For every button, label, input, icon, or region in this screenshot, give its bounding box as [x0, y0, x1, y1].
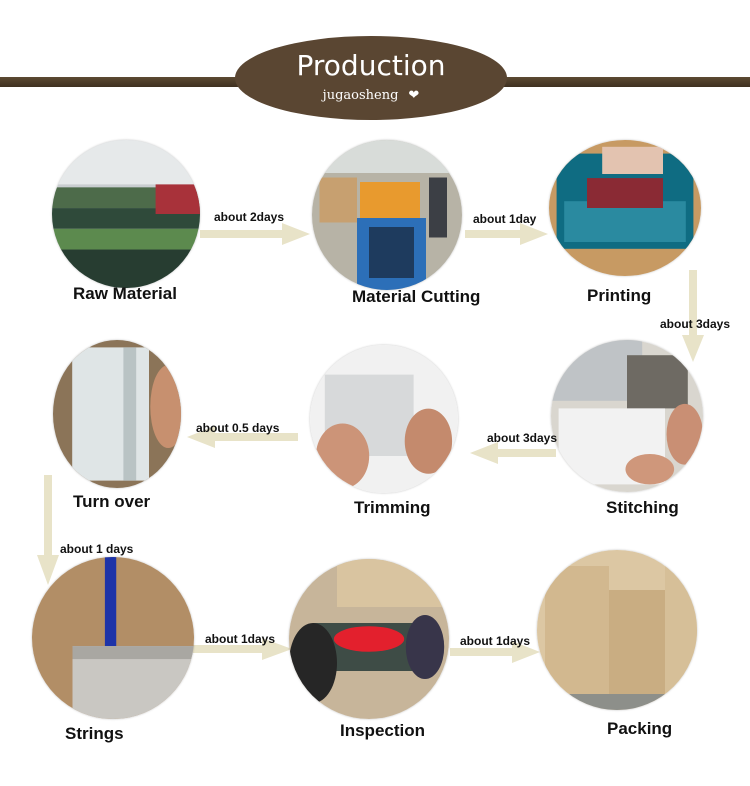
flow-arrow-2 — [465, 223, 548, 245]
duration-label-2: about 1day — [473, 212, 537, 226]
photo-packing — [537, 550, 697, 710]
step-label-strings: Strings — [65, 724, 124, 743]
flow-arrow-3 — [682, 270, 704, 362]
duration-label-3: about 3days — [660, 317, 731, 331]
duration-label-5: about 0.5 days — [196, 421, 280, 435]
banner-oval: Production jugaosheng ❤ — [235, 36, 507, 120]
photo-strings — [32, 557, 194, 719]
step-label-inspection: Inspection — [340, 721, 426, 740]
photo-stitching — [551, 340, 703, 492]
photo-raw-material — [52, 140, 200, 288]
duration-label-6: about 1 days — [60, 542, 134, 556]
step-label-stitching: Stitching — [606, 498, 679, 517]
step-label-material-cutting: Material Cutting — [352, 287, 481, 306]
step-label-packing: Packing — [607, 719, 673, 738]
duration-label-4: about 3days — [487, 431, 558, 445]
flow-arrow-6 — [37, 475, 59, 585]
banner-title: Production — [296, 49, 446, 82]
flow-arrow-1 — [200, 223, 310, 245]
step-label-turn-over: Turn over — [73, 492, 151, 511]
step-label-printing: Printing — [587, 286, 652, 305]
flow-arrow-7 — [193, 638, 292, 660]
flow-arrow-5 — [187, 426, 298, 448]
flow-arrow-8 — [450, 641, 540, 663]
heart-icon: ❤ — [408, 88, 420, 103]
photo-inspection — [289, 559, 449, 719]
banner-subtitle: jugaosheng — [322, 88, 399, 103]
step-label-trimming: Trimming — [354, 498, 431, 517]
photo-material-cutting — [312, 140, 462, 290]
photo-printing — [549, 140, 701, 276]
duration-label-1: about 2days — [214, 210, 285, 224]
photo-trimming — [310, 345, 458, 493]
flow-arrow-4 — [470, 442, 556, 464]
banner-subtitle-row: jugaosheng ❤ — [235, 88, 507, 103]
duration-label-8: about 1days — [460, 634, 531, 648]
duration-label-7: about 1days — [205, 632, 276, 646]
photo-turn-over — [53, 340, 181, 488]
step-label-raw-material: Raw Material — [73, 284, 177, 303]
